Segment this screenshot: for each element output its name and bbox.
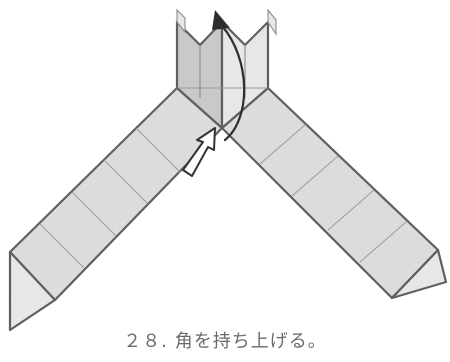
right-strip [220,86,448,300]
hollow-arrow-icon [182,127,216,177]
left-strip [8,86,224,332]
step-caption: ２８. 角を持ち上げる。 [123,331,327,352]
curved-arrow-up-icon [212,10,246,142]
